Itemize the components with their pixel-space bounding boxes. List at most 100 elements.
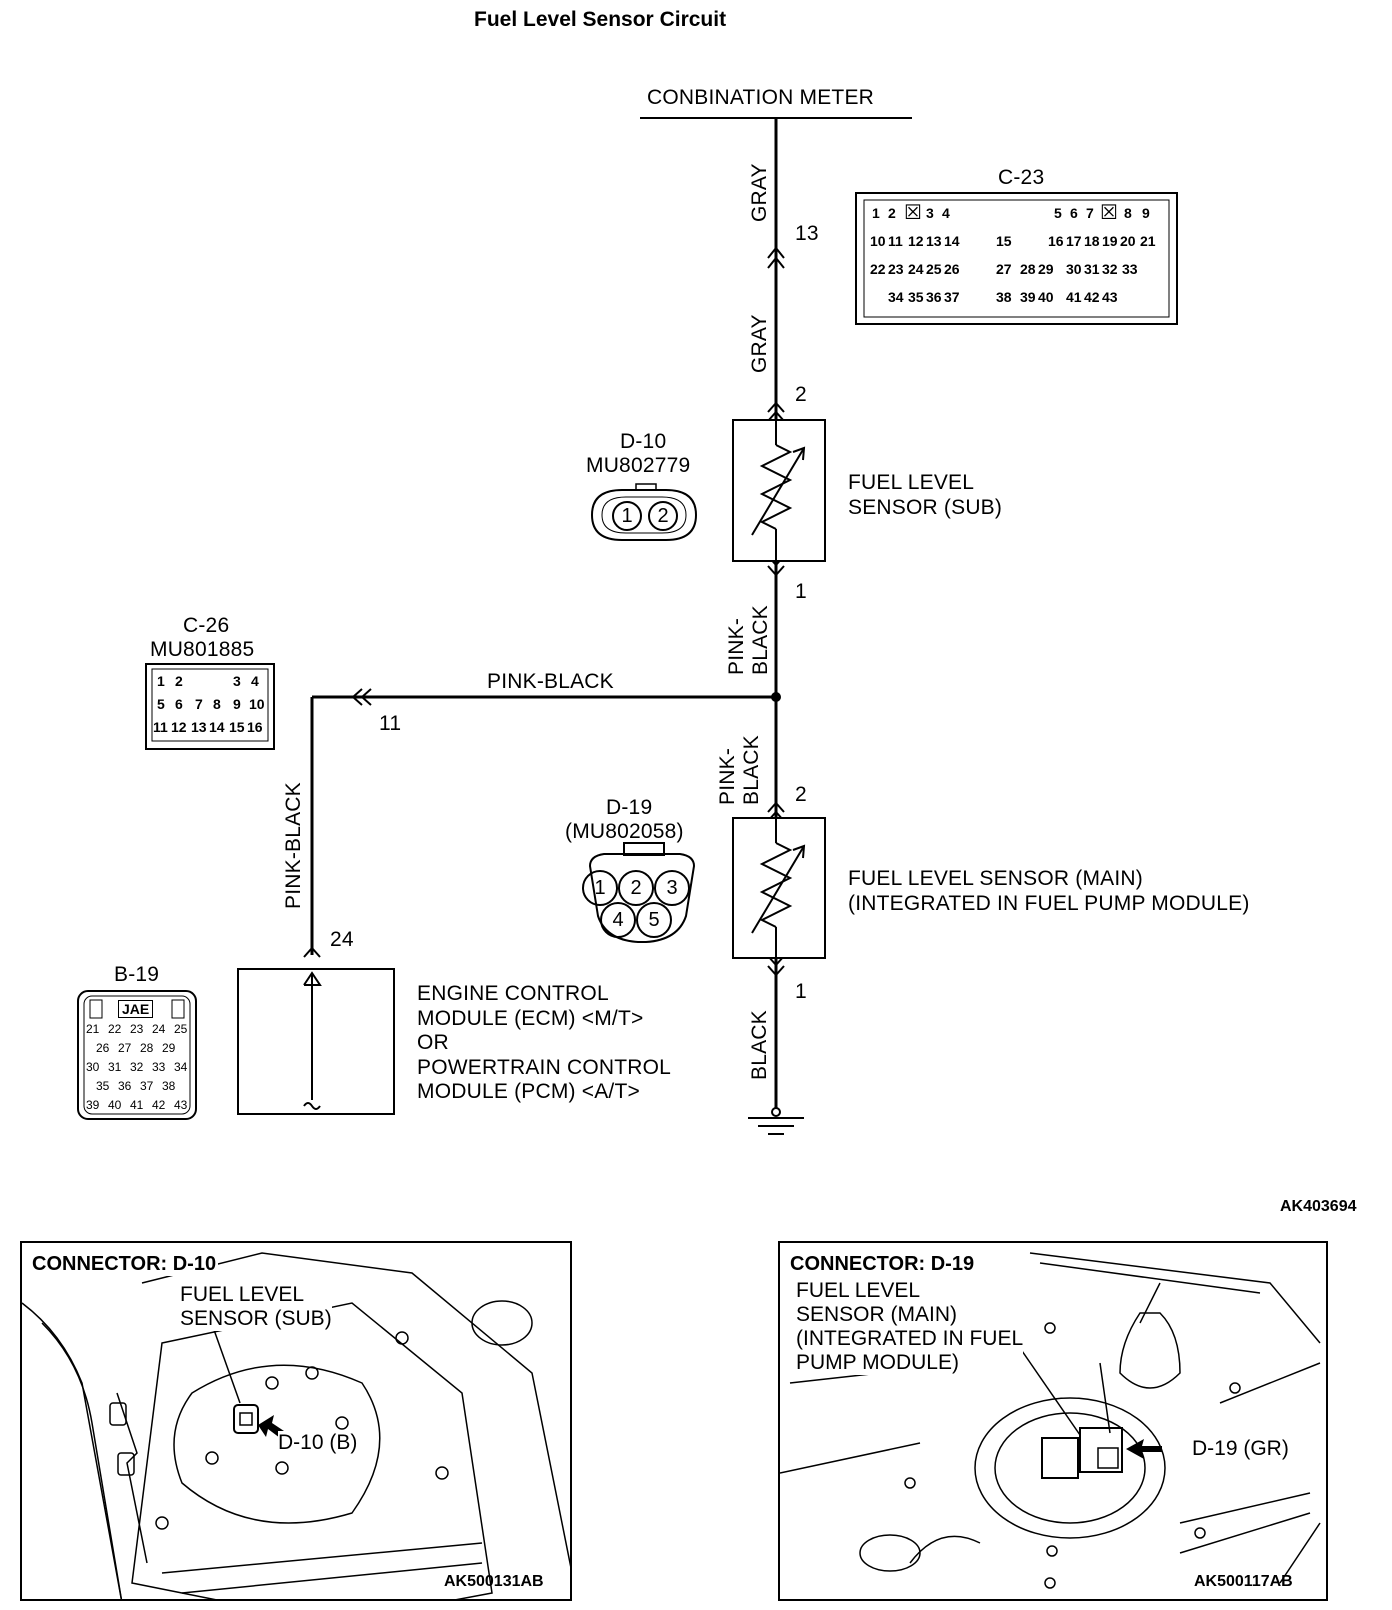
c23-empty-cross-icon: ☒ <box>1100 202 1118 224</box>
pin-sub-1: 1 <box>795 580 807 603</box>
sub-sensor-line-2: SENSOR (SUB) <box>848 496 1003 519</box>
wire-label-pink-black-upper: PINK- BLACK <box>725 605 773 675</box>
d19-pin-2: 2 <box>618 870 654 906</box>
c23-pin: 10 <box>870 233 886 249</box>
d19-part: (MU802058) <box>565 820 684 843</box>
c26-part: MU801885 <box>150 638 255 661</box>
c23-pin: 28 <box>1020 261 1036 277</box>
pin-main-1: 1 <box>795 980 807 1003</box>
d19-connector-face <box>588 842 696 943</box>
c26-pin: 16 <box>247 719 263 735</box>
b19-pin: 37 <box>140 1079 154 1093</box>
fuel-level-sensor-sub-box <box>732 419 826 562</box>
b19-pin: 41 <box>130 1098 144 1112</box>
c26-pin: 6 <box>175 696 183 712</box>
splice-point <box>771 692 781 702</box>
c23-pin: 6 <box>1070 205 1078 221</box>
ecm-line-3: OR <box>417 1031 449 1054</box>
d10-pin-circle: 2 <box>648 501 678 531</box>
b19-pin: 28 <box>140 1041 154 1055</box>
c23-pin: 43 <box>1102 289 1118 305</box>
arrow-icon <box>1126 1439 1162 1459</box>
b19-pin: 24 <box>152 1022 166 1036</box>
ecm-line-5: MODULE (PCM) <A/T> <box>417 1080 640 1103</box>
c26-name: C-26 <box>183 614 230 637</box>
ecm-line-1: ENGINE CONTROL <box>417 982 609 1005</box>
c23-pin: 20 <box>1120 233 1136 249</box>
fuel-level-sensor-sub-label: FUEL LEVEL SENSOR (SUB) <box>848 470 1002 520</box>
ecm-label: ENGINE CONTROL MODULE (ECM) <M/T> OR POW… <box>417 982 671 1105</box>
c23-pin: 19 <box>1102 233 1118 249</box>
d10-name: D-10 <box>620 430 667 453</box>
c23-pin: 15 <box>996 233 1012 249</box>
c23-pin: 24 <box>908 261 924 277</box>
c23-pin: 26 <box>944 261 960 277</box>
d19-panel-code: AK500117AB <box>1194 1573 1293 1590</box>
b19-pin: 42 <box>152 1098 166 1112</box>
b19-pin: 22 <box>108 1022 122 1036</box>
variable-arrow-sub-icon <box>751 447 805 536</box>
b19-pin: 43 <box>174 1098 188 1112</box>
c26-pin: 9 <box>233 696 241 712</box>
main-sensor-line-1: FUEL LEVEL SENSOR (MAIN) <box>848 867 1143 890</box>
c23-pin: 32 <box>1102 261 1118 277</box>
d19-pin-4: 4 <box>600 902 636 938</box>
d19-panel-label-line: (INTEGRATED IN FUEL <box>796 1327 1024 1350</box>
connector-arrow-24 <box>303 946 321 958</box>
c23-empty-cross-icon: ☒ <box>904 202 922 224</box>
b19-pin: 36 <box>118 1079 132 1093</box>
c26-pin: 15 <box>229 719 245 735</box>
c23-pin: 14 <box>944 233 960 249</box>
d10-location-illustration <box>22 1252 570 1599</box>
d19-panel-label-line: PUMP MODULE) <box>796 1351 959 1374</box>
pin-24: 24 <box>330 928 354 951</box>
c23-pin: 23 <box>888 261 904 277</box>
pin-sub-2: 2 <box>795 383 807 406</box>
ecm-ground-tilde-icon <box>303 1102 321 1110</box>
ecm-line-4: POWERTRAIN CONTROL <box>417 1055 672 1079</box>
b19-name: B-19 <box>114 963 160 986</box>
c26-pin: 5 <box>157 696 165 712</box>
c23-pin: 9 <box>1142 205 1150 221</box>
d19-callout: D-19 (GR) <box>1192 1437 1289 1461</box>
page-title: Fuel Level Sensor Circuit <box>474 8 727 31</box>
c26-pin: 10 <box>249 696 265 712</box>
d19-pin-1: 1 <box>582 870 618 906</box>
c23-pin: 31 <box>1084 261 1100 277</box>
b19-connector-face <box>77 990 197 1120</box>
c23-pin: 2 <box>888 205 896 221</box>
c23-connector-face <box>855 192 1178 325</box>
c23-pin: 40 <box>1038 289 1054 305</box>
c23-pin: 33 <box>1122 261 1138 277</box>
wire-label-pink-line: PINK- <box>725 617 748 675</box>
c23-pin: 1 <box>872 205 880 221</box>
c23-pin: 4 <box>942 205 950 221</box>
combination-meter-label: CONBINATION METER <box>647 86 875 109</box>
b19-pin: 27 <box>118 1041 132 1055</box>
d19-panel-label: FUEL LEVEL SENSOR (MAIN) (INTEGRATED IN … <box>796 1279 1024 1375</box>
d19-name: D-19 <box>606 796 653 819</box>
pin-main-2: 2 <box>795 783 807 806</box>
c23-pin: 34 <box>888 289 904 305</box>
pin-11: 11 <box>379 712 402 735</box>
connector-arrow-11 <box>351 688 372 706</box>
diagram-code: AK403694 <box>1280 1198 1357 1215</box>
d10-part: MU802779 <box>586 454 691 477</box>
wire-label-black-line: BLACK <box>749 605 772 675</box>
variable-arrow-main-icon <box>751 845 805 934</box>
c26-pin: 14 <box>209 719 225 735</box>
d19-pin-circle: 5 <box>636 902 672 938</box>
c26-pin: 7 <box>195 696 203 712</box>
c23-pin: 36 <box>926 289 942 305</box>
d19-pin-circle: 2 <box>618 870 654 906</box>
c23-pin: 35 <box>908 289 924 305</box>
c23-pin: 30 <box>1066 261 1082 277</box>
c23-pin: 17 <box>1066 233 1082 249</box>
c23-pin: 8 <box>1124 205 1132 221</box>
b19-pin: 29 <box>162 1041 176 1055</box>
c26-connector-face <box>145 663 275 750</box>
d19-pin-circle: 3 <box>654 870 690 906</box>
b19-pin: 26 <box>96 1041 110 1055</box>
c26-pin: 13 <box>191 719 207 735</box>
d19-pin-circle: 4 <box>600 902 636 938</box>
